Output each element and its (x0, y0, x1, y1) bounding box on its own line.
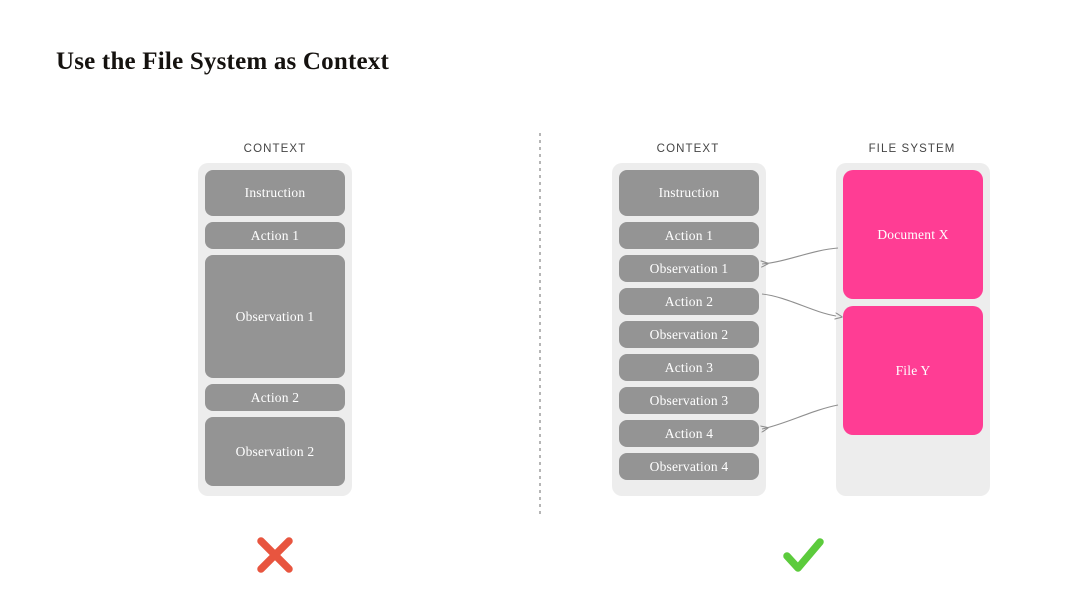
right-context-stack: Instruction Action 1 Observation 1 Actio… (612, 163, 766, 496)
vertical-divider (539, 133, 541, 517)
file-block: Document X (843, 170, 983, 299)
connector-file-y-to-action-4 (762, 404, 839, 429)
check-icon (783, 538, 824, 572)
left-context-header: CONTEXT (243, 143, 307, 155)
context-block: Action 1 (619, 222, 759, 249)
context-block: Observation 2 (619, 321, 759, 348)
cross-icon (257, 537, 293, 573)
context-block: Action 1 (205, 222, 345, 249)
context-block: Observation 1 (205, 255, 345, 378)
context-block: Observation 2 (205, 417, 345, 486)
page-title: Use the File System as Context (56, 48, 390, 75)
context-block: Instruction (205, 170, 345, 216)
context-block: Instruction (619, 170, 759, 216)
context-block: Observation 3 (619, 387, 759, 414)
connector-document-x-to-observation-1 (762, 247, 839, 264)
context-block: Action 3 (619, 354, 759, 381)
left-context-stack: Instruction Action 1 Observation 1 Actio… (198, 163, 352, 496)
file-block: File Y (843, 306, 983, 435)
context-block: Action 2 (619, 288, 759, 315)
context-block: Observation 4 (619, 453, 759, 480)
context-block: Action 2 (205, 384, 345, 411)
context-block: Action 4 (619, 420, 759, 447)
connector-action-2-to-file-y (761, 293, 836, 316)
context-block: Observation 1 (619, 255, 759, 282)
file-system-stack: Document X File Y (836, 163, 990, 496)
right-context-header: CONTEXT (656, 143, 720, 155)
file-system-header: FILE SYSTEM (868, 143, 956, 155)
